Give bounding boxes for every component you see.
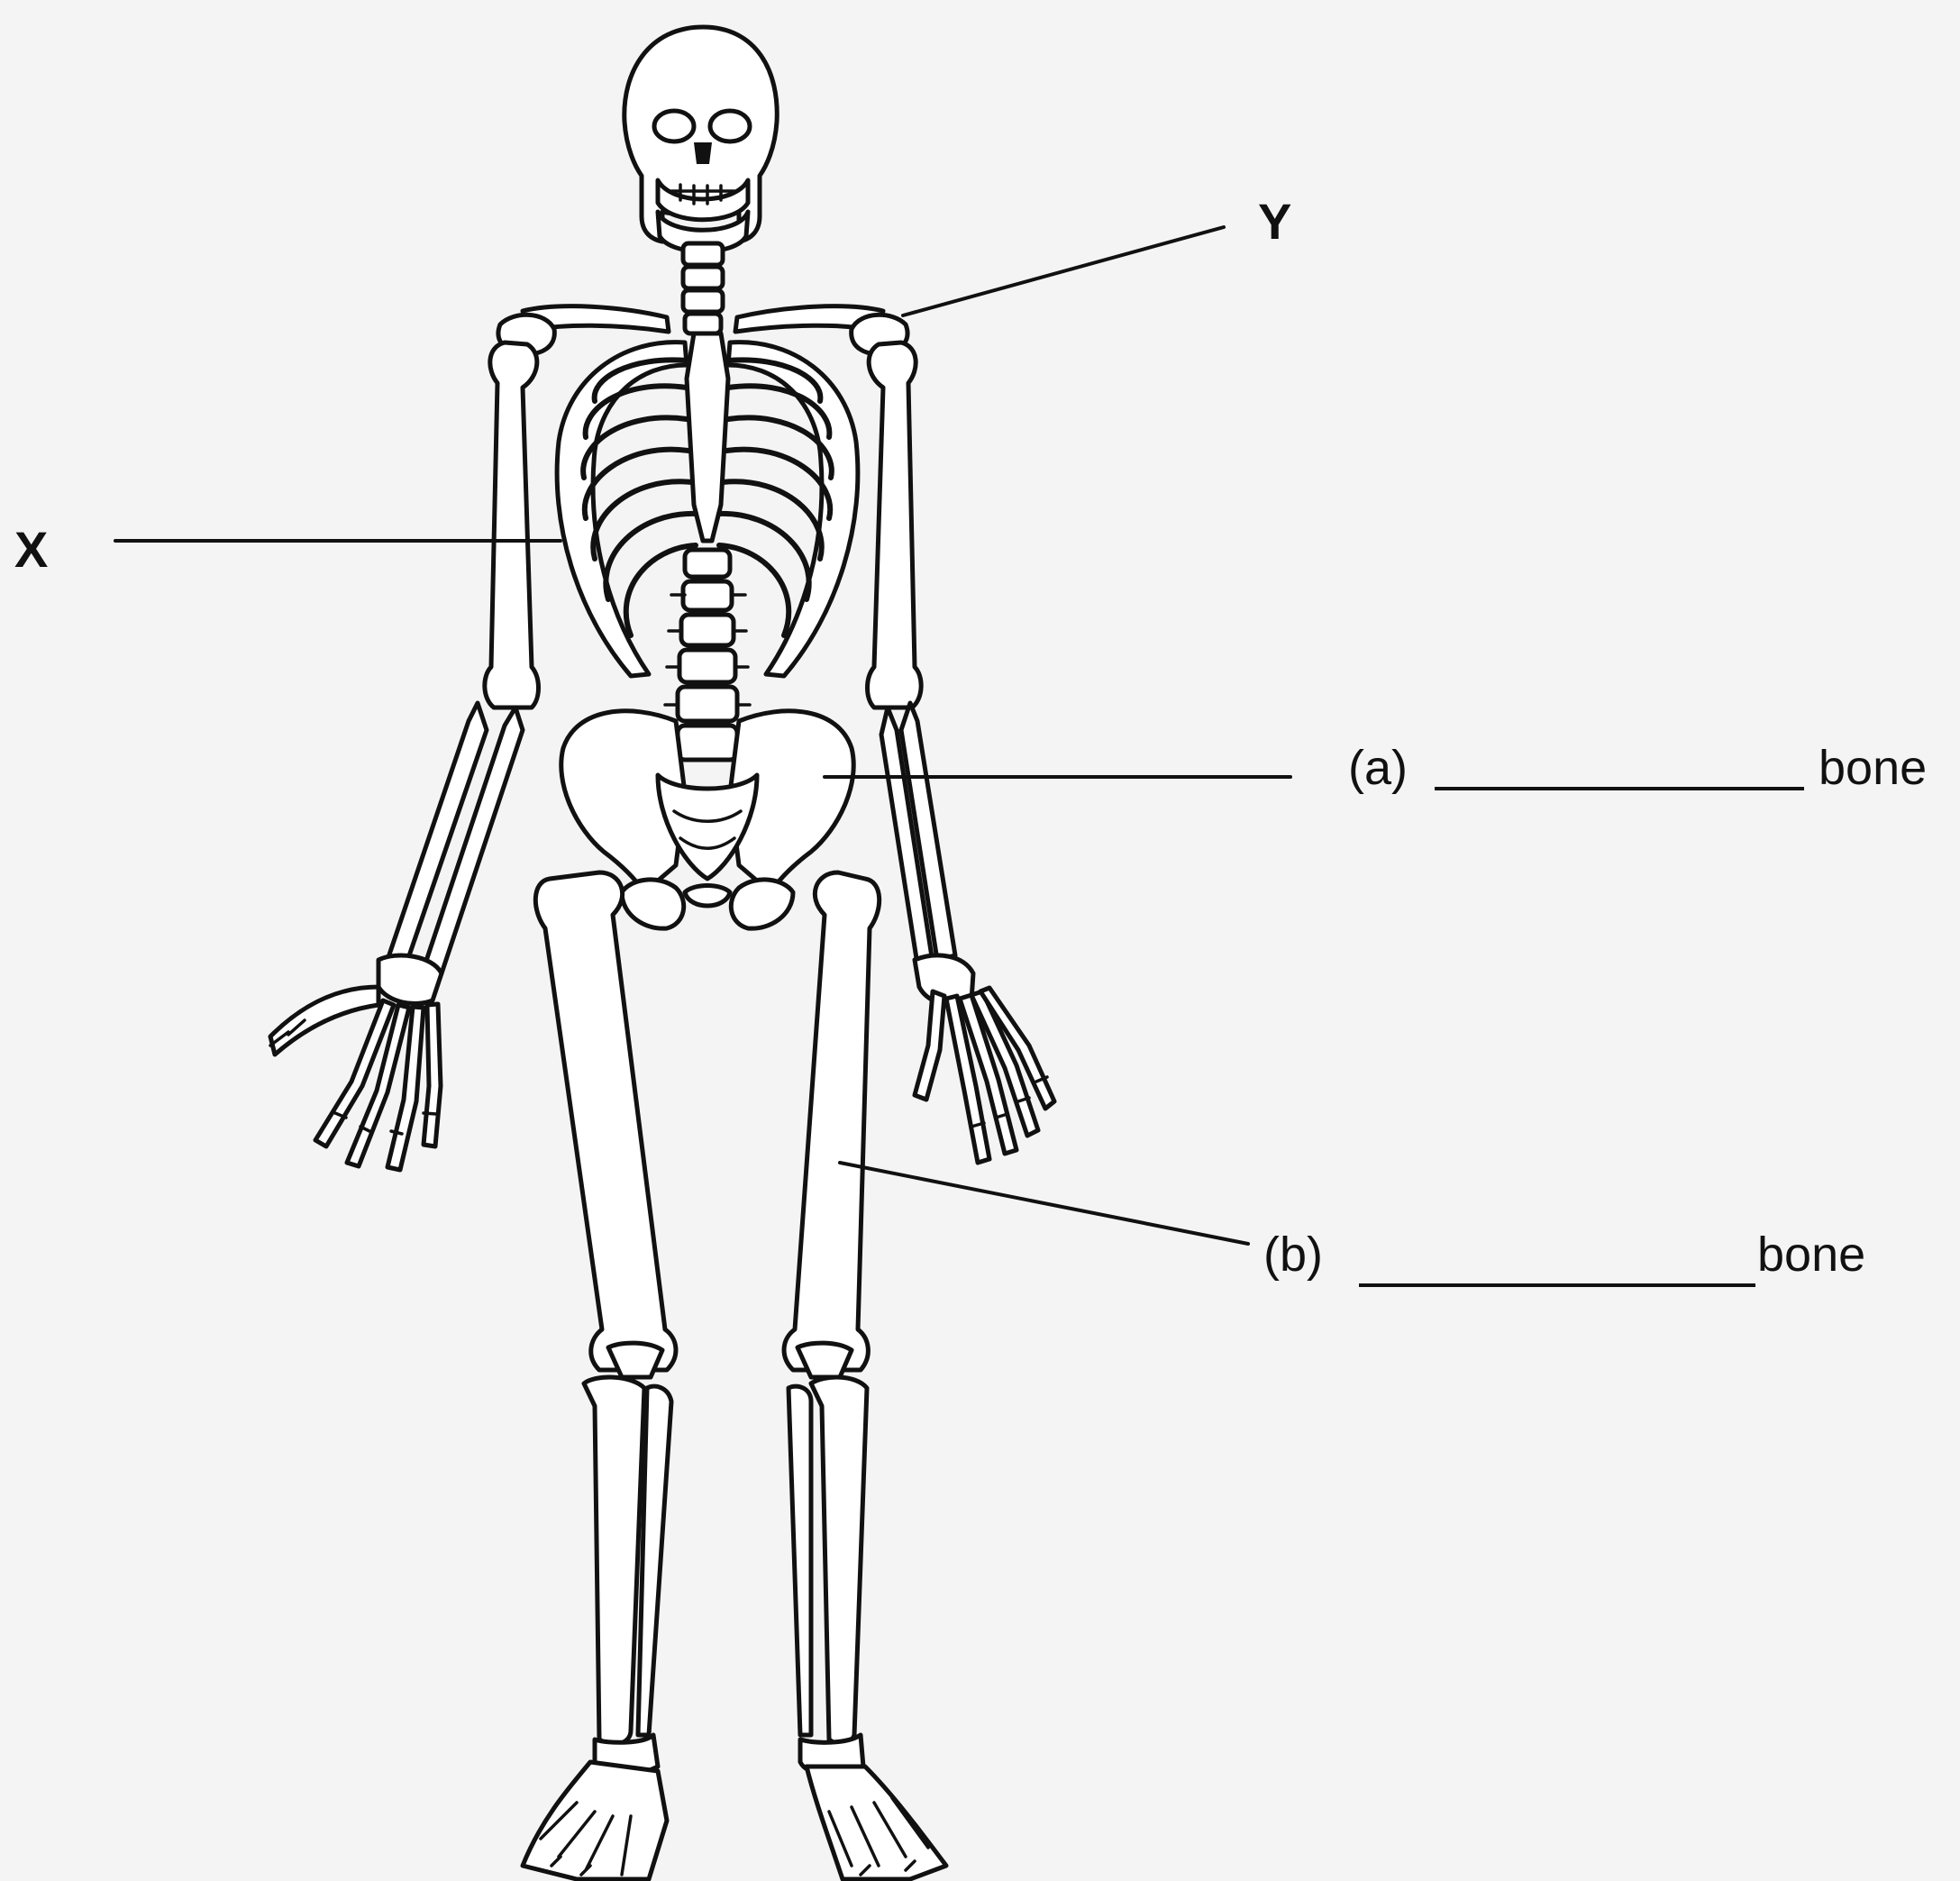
label-b-suffix: bone	[1757, 1230, 1865, 1279]
right-leg	[784, 872, 946, 1879]
leader-line-b	[840, 1163, 1248, 1244]
sternum	[687, 333, 728, 541]
label-y: Y	[1258, 196, 1291, 247]
answer-blank-a[interactable]	[1435, 787, 1804, 790]
leader-line-y	[903, 227, 1224, 315]
label-b-prefix: (b)	[1263, 1230, 1323, 1279]
left-leg	[523, 872, 676, 1879]
cervical-spine	[683, 243, 723, 333]
right-arm	[868, 342, 1055, 1163]
answer-blank-b[interactable]	[1359, 1283, 1755, 1287]
left-arm	[270, 342, 539, 1170]
label-x: X	[14, 525, 48, 575]
skull	[624, 27, 777, 251]
label-a-suffix: bone	[1819, 744, 1927, 792]
label-a-prefix: (a)	[1348, 744, 1408, 792]
